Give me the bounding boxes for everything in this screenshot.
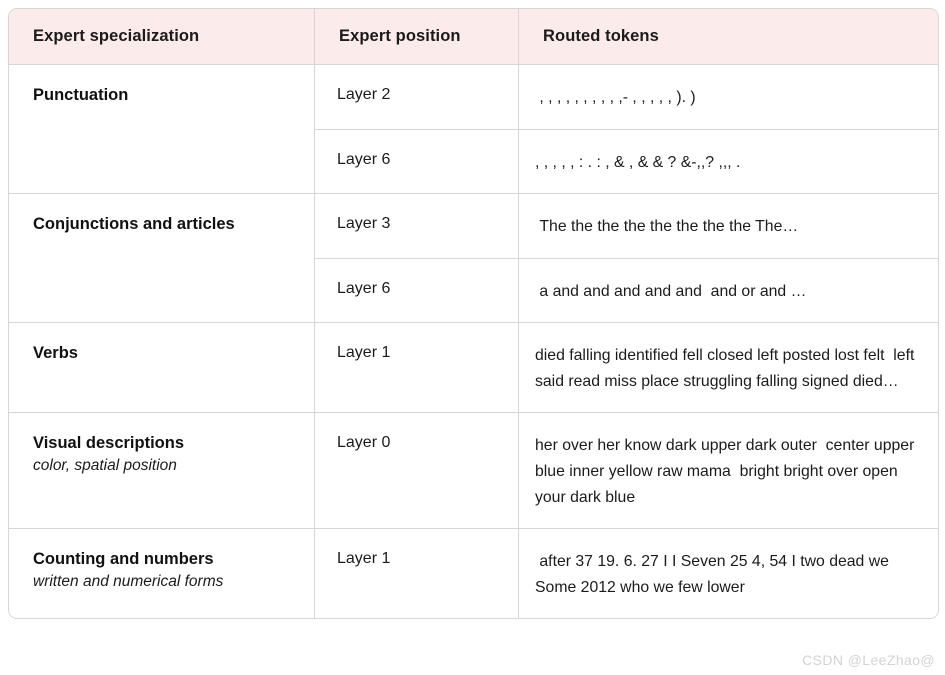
expert-specialization-subtitle: color, spatial position bbox=[33, 457, 177, 475]
table-body: Punctuation Layer 2 , , , , , , , , , ,- … bbox=[9, 65, 938, 619]
expert-specialization-title: Visual descriptions bbox=[33, 434, 184, 453]
cell-routed-tokens: died falling identified fell closed left… bbox=[519, 323, 938, 414]
cell-expert-position: Layer 2 bbox=[315, 65, 519, 130]
table-row: Layer 6, , , , , : . : , & , & & ? &-,,?… bbox=[9, 129, 938, 195]
cell-expert-position: Layer 6 bbox=[315, 258, 519, 324]
expert-specialization-title: Verbs bbox=[33, 344, 78, 363]
column-header-routed-tokens: Routed tokens bbox=[519, 9, 938, 65]
expert-routing-table-container: Expert specialization Expert position Ro… bbox=[8, 8, 939, 663]
expert-routing-table: Expert specialization Expert position Ro… bbox=[8, 8, 939, 620]
cell-expert-position: Layer 1 bbox=[315, 529, 519, 619]
cell-expert-specialization: Conjunctions and articles bbox=[9, 194, 315, 324]
cell-expert-position: Layer 3 bbox=[315, 194, 519, 259]
cell-routed-tokens: , , , , , , , , , ,- , , , , , ). ) bbox=[519, 65, 938, 130]
table-row: Counting and numbers written and numerica… bbox=[9, 529, 938, 619]
cell-routed-tokens: after 37 19. 6. 27 I I Seven 25 4, 54 I … bbox=[519, 529, 938, 619]
expert-specialization-subtitle: written and numerical forms bbox=[33, 572, 224, 590]
cell-routed-tokens: The the the the the the the the The… bbox=[519, 194, 938, 259]
expert-specialization-title: Punctuation bbox=[33, 86, 129, 104]
table-header-row: Expert specialization Expert position Ro… bbox=[9, 9, 938, 65]
table-header: Expert specialization Expert position Ro… bbox=[9, 9, 938, 65]
column-header-expert-specialization: Expert specialization bbox=[9, 9, 315, 65]
cell-expert-position: Layer 0 bbox=[315, 413, 519, 530]
cell-routed-tokens: her over her know dark upper dark outer … bbox=[519, 413, 938, 530]
cell-routed-tokens: a and and and and and and or and … bbox=[519, 258, 938, 324]
column-header-expert-position: Expert position bbox=[315, 9, 519, 65]
table-row: Conjunctions and articles Layer 3 The the… bbox=[9, 194, 938, 324]
table-row: Punctuation Layer 2 , , , , , , , , , ,- … bbox=[9, 65, 938, 195]
cell-expert-specialization: Punctuation bbox=[9, 65, 315, 195]
cell-expert-position: Layer 6 bbox=[315, 129, 519, 195]
cell-expert-specialization: Verbs bbox=[9, 323, 315, 414]
cell-expert-specialization: Counting and numbers written and numerica… bbox=[9, 529, 315, 619]
cell-expert-specialization: Visual descriptions color, spatial positi… bbox=[9, 413, 315, 530]
expert-specialization-title: Conjunctions and articles bbox=[33, 215, 235, 234]
expert-specialization-title: Counting and numbers bbox=[33, 550, 214, 569]
table-row: Layer 6 a and and and and and and or and… bbox=[9, 258, 938, 324]
cell-routed-tokens: , , , , , : . : , & , & & ? &-,,? ,,, . bbox=[519, 129, 938, 195]
cell-expert-position: Layer 1 bbox=[315, 323, 519, 414]
table-row: Visual descriptions color, spatial positi… bbox=[9, 413, 938, 530]
